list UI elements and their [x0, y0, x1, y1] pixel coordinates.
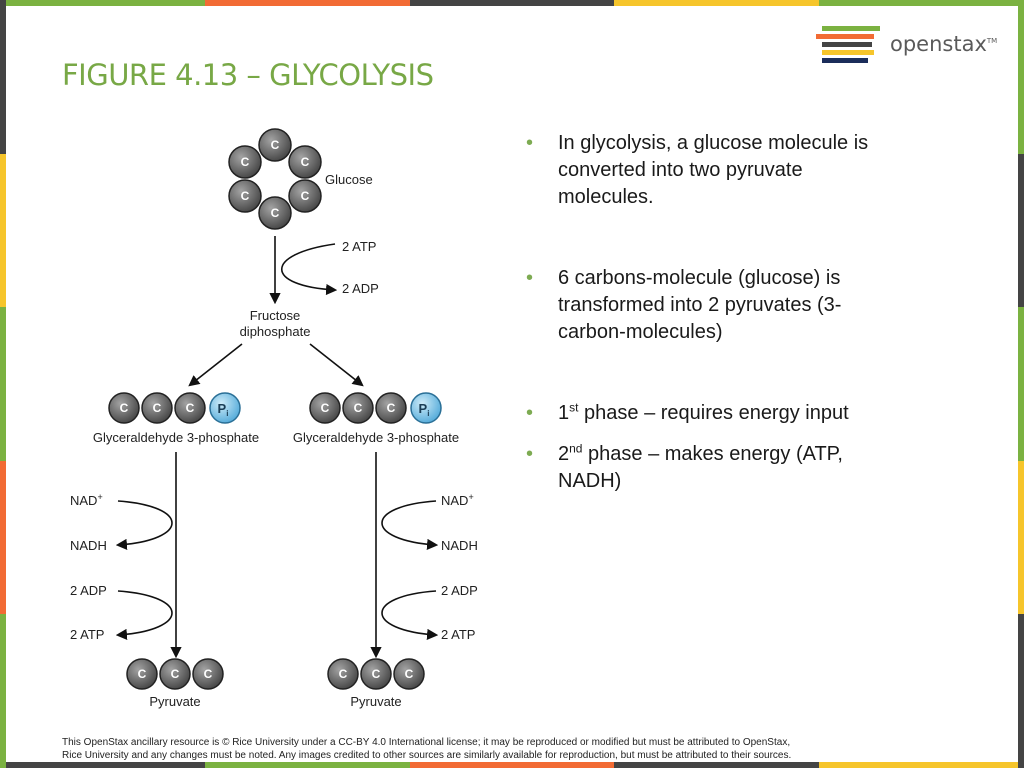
- carbon-atom: C: [258, 196, 292, 230]
- top-border-stripe: [0, 0, 1024, 6]
- svg-text:C: C: [271, 206, 280, 220]
- bullet-dot: •: [526, 132, 534, 154]
- pyruvate-molecule: C C C: [327, 658, 425, 690]
- pyruvate-label: Pyruvate: [149, 694, 200, 709]
- bullet-list: • In glycolysis, a glucose molecule is c…: [524, 130, 944, 495]
- bullet-item: • In glycolysis, a glucose molecule is c…: [526, 132, 869, 208]
- svg-text:C: C: [241, 189, 250, 203]
- carbon-atom: C: [192, 658, 224, 690]
- arrow-split-right: [309, 343, 364, 387]
- carbon-atom: C: [360, 658, 392, 690]
- nad-label: NAD+: [441, 492, 474, 508]
- curved-arrow: [115, 500, 173, 550]
- bullet-dot: •: [526, 267, 534, 289]
- carbon-atom: C: [174, 392, 206, 424]
- atp-label: 2 ATP: [70, 627, 104, 642]
- pyruvate-label: Pyruvate: [350, 694, 401, 709]
- logo-wordmark: openstaxTM: [890, 32, 998, 56]
- fructose-label: diphosphate: [240, 324, 311, 339]
- openstax-logo: openstaxTM: [808, 20, 1004, 72]
- curved-arrow: [381, 500, 439, 550]
- curved-arrow: [115, 590, 173, 640]
- svg-text:C: C: [339, 667, 348, 681]
- svg-text:C: C: [186, 401, 195, 415]
- phosphate-group: Pi: [209, 392, 241, 424]
- svg-text:C: C: [372, 667, 381, 681]
- glucose-molecule: C C C C C C: [228, 128, 322, 230]
- carbon-atom: C: [288, 145, 322, 179]
- carbon-atom: C: [375, 392, 407, 424]
- nad-label: NAD+: [70, 492, 103, 508]
- g3p-molecule: C C C Pi: [108, 392, 241, 424]
- svg-text:C: C: [405, 667, 414, 681]
- carbon-atom: C: [342, 392, 374, 424]
- svg-text:Pi: Pi: [218, 401, 229, 418]
- bullet-item: • 2nd phase – makes energy (ATP, NADH): [526, 441, 843, 492]
- glycolysis-diagram: C C C C C C Glucose 2 ATP 2 ADP Fructose…: [70, 128, 478, 709]
- atp-input-label: 2 ATP: [342, 239, 376, 254]
- carbon-atom: C: [393, 658, 425, 690]
- svg-text:C: C: [301, 155, 310, 169]
- carbon-atom: C: [141, 392, 173, 424]
- carbon-atom: C: [288, 179, 322, 213]
- adp-label: 2 ADP: [441, 583, 478, 598]
- fructose-label: Fructose: [250, 308, 301, 323]
- carbon-atom: C: [228, 145, 262, 179]
- svg-text:C: C: [153, 401, 162, 415]
- carbon-atom: C: [108, 392, 140, 424]
- bullet-item: • 6 carbons-molecule (glucose) is transf…: [526, 267, 842, 343]
- right-border-stripe: [1018, 0, 1024, 768]
- svg-text:Pi: Pi: [419, 401, 430, 418]
- g3p-label: Glyceraldehyde 3-phosphate: [93, 430, 259, 445]
- curved-arrow: [381, 590, 439, 640]
- pyruvate-molecule: C C C: [126, 658, 224, 690]
- bullet-dot: •: [526, 443, 534, 465]
- carbon-atom: C: [159, 658, 191, 690]
- carbon-atom: C: [228, 179, 262, 213]
- nadh-label: NADH: [70, 538, 107, 553]
- svg-text:C: C: [241, 155, 250, 169]
- svg-text:C: C: [354, 401, 363, 415]
- svg-text:C: C: [321, 401, 330, 415]
- svg-text:C: C: [271, 138, 280, 152]
- arrow-split-left: [188, 343, 243, 387]
- svg-text:C: C: [120, 401, 129, 415]
- svg-text:C: C: [301, 189, 310, 203]
- license-footer: This OpenStax ancillary resource is © Ri…: [62, 737, 792, 761]
- svg-text:C: C: [204, 667, 213, 681]
- glucose-label: Glucose: [325, 172, 373, 187]
- g3p-label: Glyceraldehyde 3-phosphate: [293, 430, 459, 445]
- slide-title: Figure 4.13 – Glycolysis: [62, 58, 434, 92]
- curved-arrow: [280, 243, 338, 296]
- bullet-dot: •: [526, 402, 534, 424]
- carbon-atom: C: [126, 658, 158, 690]
- bottom-border-stripe: [0, 762, 1024, 768]
- carbon-atom: C: [327, 658, 359, 690]
- bullet-item: • 1st phase – requires energy input: [524, 400, 944, 427]
- svg-text:C: C: [171, 667, 180, 681]
- left-border-stripe: [0, 0, 6, 768]
- phosphate-group: Pi: [410, 392, 442, 424]
- adp-output-label: 2 ADP: [342, 281, 379, 296]
- atp-label: 2 ATP: [441, 627, 475, 642]
- g3p-molecule: C C C Pi: [309, 392, 442, 424]
- nadh-label: NADH: [441, 538, 478, 553]
- carbon-atom: C: [258, 128, 292, 162]
- carbon-atom: C: [309, 392, 341, 424]
- svg-text:C: C: [138, 667, 147, 681]
- adp-label: 2 ADP: [70, 583, 107, 598]
- svg-text:C: C: [387, 401, 396, 415]
